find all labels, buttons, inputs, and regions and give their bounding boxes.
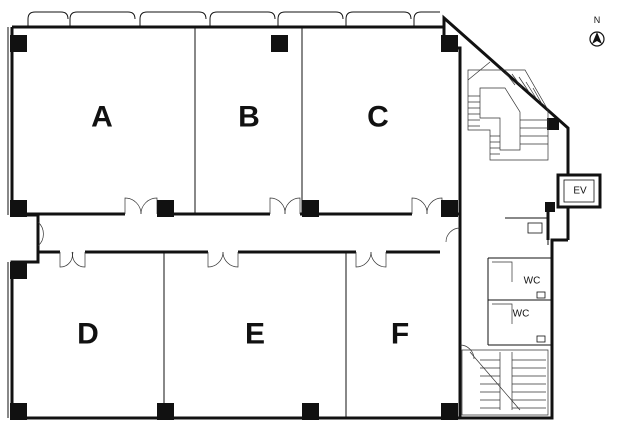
room-f-label: F — [391, 318, 409, 351]
north-compass-icon: N — [589, 15, 605, 47]
elevator-shaft: EV — [556, 173, 602, 209]
doors — [37, 197, 475, 360]
exterior-walls — [7, 14, 570, 420]
stairs-lower — [461, 349, 549, 416]
corridor-walls — [12, 212, 460, 254]
stairs-upper — [467, 61, 549, 161]
room-c-label: C — [367, 101, 389, 134]
structural-columns — [10, 35, 559, 420]
restroom-upper-label: WC — [524, 276, 541, 287]
room-e-label: E — [245, 318, 265, 351]
service-core: WC WC — [487, 217, 552, 346]
restroom-lower-label: WC — [513, 309, 530, 320]
room-dividers — [163, 27, 347, 418]
room-labels: A B C D E F — [77, 101, 409, 351]
room-a-label: A — [91, 101, 113, 134]
room-b-label: B — [238, 101, 260, 134]
window-bays-top — [27, 11, 440, 27]
elevator-label: EV — [573, 186, 587, 197]
room-d-label: D — [77, 318, 99, 351]
north-label: N — [594, 15, 601, 25]
